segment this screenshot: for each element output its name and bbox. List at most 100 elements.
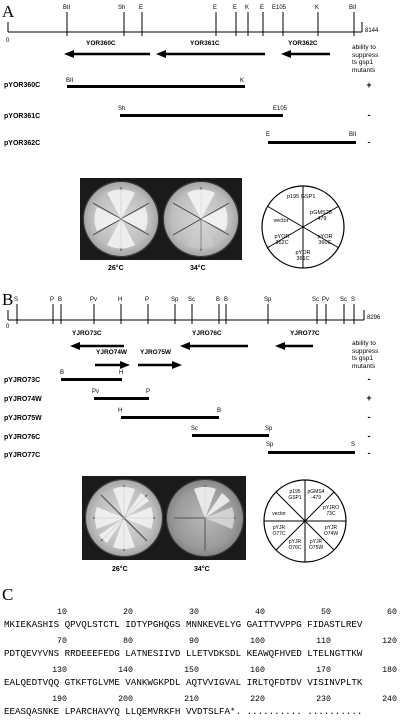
site-b-15: S (351, 297, 356, 303)
key-sector: pYOR 360C (317, 234, 333, 246)
site-b-14: Sc (340, 297, 348, 303)
construct-name: pYOR361C (4, 113, 41, 120)
construct-left-site: B (60, 370, 65, 376)
site-a-5: E (233, 5, 238, 11)
construct-right-site: S (351, 442, 356, 448)
site-b-9: B (216, 297, 221, 303)
plate-26c (83, 181, 159, 257)
plate-key-a: p195 GSP1 pGMS28 -479 pYOR 360C pYOR 361… (260, 184, 346, 270)
orf-label-yjro75w: YJRO75W (140, 349, 172, 356)
suppression-result: - (367, 137, 371, 147)
key-sector: pYJR O75W (308, 539, 324, 551)
seq-position: 100 (250, 637, 265, 646)
seq-position: 50 (321, 608, 331, 617)
construct-name: pYJRO73C (4, 377, 41, 384)
key-sector: pYJRO 73C (322, 505, 340, 517)
site-a-1: BII (63, 5, 71, 11)
key-sector: pGMS4 -479 (307, 489, 325, 501)
site-b-10: B (224, 297, 229, 303)
site-a-9: K (315, 5, 320, 11)
key-sector: vector (272, 511, 286, 517)
construct-bar (121, 416, 219, 419)
key-sector: pYJR O74W (323, 525, 339, 537)
construct-name: pYJRO75W (4, 415, 42, 422)
map-a-end: 8144 (365, 28, 379, 34)
key-sector: pYOR 361C (295, 250, 311, 262)
suppression-result: + (366, 80, 372, 90)
panel-a-restriction-map (7, 12, 363, 58)
construct-bar (61, 378, 122, 381)
temp-label-26: 26°C (108, 265, 124, 272)
seq-position: 160 (250, 666, 265, 675)
key-circle (263, 479, 347, 563)
seq-position: 20 (123, 608, 133, 617)
orf-label-yjro76c: YJRO76C (192, 330, 222, 337)
suppression-result: - (367, 431, 371, 441)
site-b-7: Sp (171, 297, 179, 303)
orf-label-yor361c: YOR361C (190, 40, 220, 47)
construct-left-site: Sp (266, 442, 274, 448)
temp-label-26: 26°C (112, 566, 128, 573)
construct-right-site: H (119, 370, 124, 376)
construct-bar (192, 434, 269, 437)
seq-position: 210 (184, 695, 199, 704)
seq-position: 60 (387, 608, 397, 617)
panel-b-letter: B (2, 290, 14, 309)
panel-a-letter: A (2, 2, 15, 21)
key-sector: p195 GSP1 (287, 194, 316, 200)
suppression-header-a: ability to suppress ts gsp1 mutants (352, 44, 379, 74)
construct-left-site: Sh (118, 106, 126, 112)
panel-c-letter: C (2, 585, 14, 604)
streak-pattern (93, 485, 155, 551)
construct-name: pYJRO77C (4, 452, 41, 459)
key-sector: pYJR O76C (288, 539, 302, 551)
seq-position: 70 (57, 637, 67, 646)
orf-label-yor360c: YOR360C (86, 40, 116, 47)
map-b-start: 0 (6, 324, 10, 330)
seq-position: 180 (382, 666, 397, 675)
site-a-3: E (139, 5, 144, 11)
site-a-7: E (260, 5, 265, 11)
site-a-6: K (245, 5, 250, 11)
construct-bar (268, 141, 356, 144)
construct-name: pYJRO74W (4, 396, 42, 403)
construct-name: pYJRO76C (4, 434, 41, 441)
plate-34c (163, 181, 239, 257)
suppression-result: - (367, 412, 371, 422)
sequence-row: EEASQASNKE LPARCHAVYQ LLQEMVRKFH VVDTSLF… (4, 706, 363, 717)
plate-34c (166, 479, 244, 557)
site-b-13: Pv (322, 297, 330, 303)
orf-label-yjro77c: YJRO77C (290, 330, 320, 337)
suppression-result: - (367, 448, 371, 458)
suppression-result: - (367, 110, 371, 120)
site-b-2: P (50, 297, 55, 303)
seq-position: 90 (189, 637, 199, 646)
seq-position: 80 (123, 637, 133, 646)
site-a-8: E105 (272, 5, 287, 11)
seq-position: 130 (52, 666, 67, 675)
key-sector: vector (273, 218, 289, 224)
construct-left-site: E (266, 132, 271, 138)
construct-right-site: Sp (265, 426, 273, 432)
construct-bar (268, 451, 355, 454)
seq-position: 230 (316, 695, 331, 704)
seq-position: 200 (118, 695, 133, 704)
seq-position: 140 (118, 666, 133, 675)
temp-label-34: 34°C (194, 566, 210, 573)
site-b-4: Pv (90, 297, 98, 303)
seq-position: 240 (382, 695, 397, 704)
construct-bar (120, 114, 283, 117)
streak-pattern (174, 485, 236, 551)
map-a-start: 0 (6, 38, 10, 44)
streak-pattern (172, 187, 230, 251)
seq-position: 30 (189, 608, 199, 617)
key-sector: pGMS28 -479 (310, 210, 332, 222)
plate-26c (85, 479, 163, 557)
sequence-row: EALQEDTVQQ GTKFTGLVME VANKWGKPDL AQTVVIG… (4, 677, 363, 688)
suppression-result: + (366, 393, 372, 403)
construct-right-site: B (217, 408, 222, 414)
construct-name: pYOR362C (4, 140, 41, 147)
site-b-5: H (118, 297, 123, 303)
site-a-10: BII (349, 5, 357, 11)
site-a-2: Sh (118, 5, 126, 11)
